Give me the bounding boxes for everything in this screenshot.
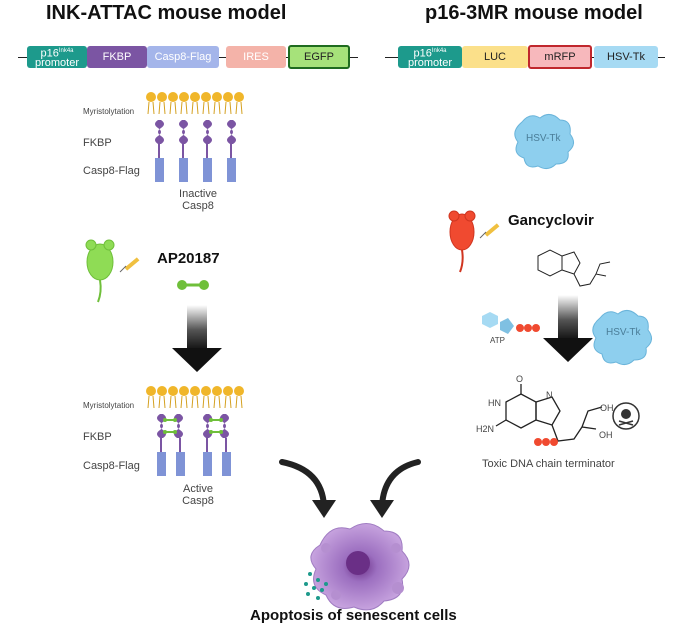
hsvtk-protein-icon-top xyxy=(514,114,574,170)
left-ires-box: IRES xyxy=(226,46,286,68)
casp8-top xyxy=(155,158,236,182)
lipid-heads-top xyxy=(146,92,244,102)
left-down-arrow xyxy=(172,305,222,372)
chem-h2n: H2N xyxy=(476,424,495,434)
membrane-top xyxy=(146,92,244,182)
hsvtk-protein-icon-mid xyxy=(592,310,652,366)
active-casp8-label: Active Casp8 xyxy=(160,483,236,507)
chem-o: O xyxy=(516,374,524,384)
promoter-label: p16 xyxy=(40,47,59,60)
fkbp-top xyxy=(155,120,236,144)
ganciclovir-structure-small xyxy=(537,249,611,287)
curved-arrow-left-head xyxy=(312,500,336,518)
promoter-label2: promoter xyxy=(34,57,80,70)
apoptosis-caption: Apoptosis of senescent cells xyxy=(250,607,457,624)
fkbp-label-bottom: FKBP xyxy=(83,431,112,443)
left-egfp-box: EGFP xyxy=(288,45,350,69)
right-mrfp-box: mRFP xyxy=(528,45,592,69)
hsvtk-protein-label-top: HSV-Tk xyxy=(526,133,561,144)
skull-icon xyxy=(612,402,640,430)
left-casp8flag-box: Casp8-Flag xyxy=(147,46,219,68)
promoter-label2: promoter xyxy=(407,57,453,70)
curved-arrow-right-head xyxy=(370,500,394,518)
curved-arrow-right xyxy=(379,459,421,509)
atp-label: ATP xyxy=(490,336,505,345)
syringe-icon-right xyxy=(479,223,500,239)
myristoylation-label-top: Myristolytation xyxy=(83,107,135,116)
chem-n: N xyxy=(546,390,553,400)
right-hsvtk-box: HSV-Tk xyxy=(594,46,658,68)
hsvtk-protein-label-mid: HSV-Tk xyxy=(606,327,641,338)
active-line2: Casp8 xyxy=(182,495,214,507)
inactive-line1: Inactive xyxy=(179,188,217,200)
chem-oh1: OH xyxy=(600,403,614,413)
atp-molecule-icon xyxy=(482,312,540,334)
red-mouse-icon xyxy=(448,210,476,273)
promoter-sup: Ink4a xyxy=(58,47,74,54)
inactive-line2: Casp8 xyxy=(182,200,214,212)
right-title: p16-3MR mouse model xyxy=(425,2,643,24)
right-promoter-box: p16Ink4a promoter xyxy=(398,46,462,70)
inactive-casp8-label: Inactive Casp8 xyxy=(160,188,236,212)
casp8flag-label-top: Casp8-Flag xyxy=(83,165,140,177)
membrane-bottom xyxy=(146,386,244,476)
fkbp-label-top: FKBP xyxy=(83,137,112,149)
curved-arrow-left xyxy=(279,459,327,509)
right-down-arrow xyxy=(543,295,593,362)
active-line1: Active xyxy=(183,483,213,495)
senescent-cell-icon xyxy=(310,523,410,611)
toxic-dna-structure xyxy=(495,384,603,442)
ap20187-label: AP20187 xyxy=(157,250,220,267)
myristoylation-label-bottom: Myristolytation xyxy=(83,401,135,410)
chem-hn: HN xyxy=(488,398,501,408)
casp8flag-label-bottom: Casp8-Flag xyxy=(83,460,140,472)
right-luc-box: LUC xyxy=(462,46,528,68)
chem-oh2: OH xyxy=(599,430,613,440)
phosphate-icons xyxy=(534,438,558,446)
dimerizer-links xyxy=(165,419,221,433)
green-mouse-icon xyxy=(85,239,115,303)
promoter-sup: Ink4a xyxy=(431,47,447,54)
syringe-icon-left xyxy=(119,257,140,273)
promoter-label: p16 xyxy=(413,47,432,60)
ap20187-molecule-icon xyxy=(177,280,209,290)
apoptotic-body-dots xyxy=(304,572,328,600)
left-fkbp-box: FKBP xyxy=(87,46,147,68)
left-title: INK-ATTAC mouse model xyxy=(46,2,287,24)
gancyclovir-label: Gancyclovir xyxy=(508,212,594,229)
left-promoter-box: p16Ink4a promoter xyxy=(27,46,87,70)
toxic-dna-label: Toxic DNA chain terminator xyxy=(482,458,615,470)
